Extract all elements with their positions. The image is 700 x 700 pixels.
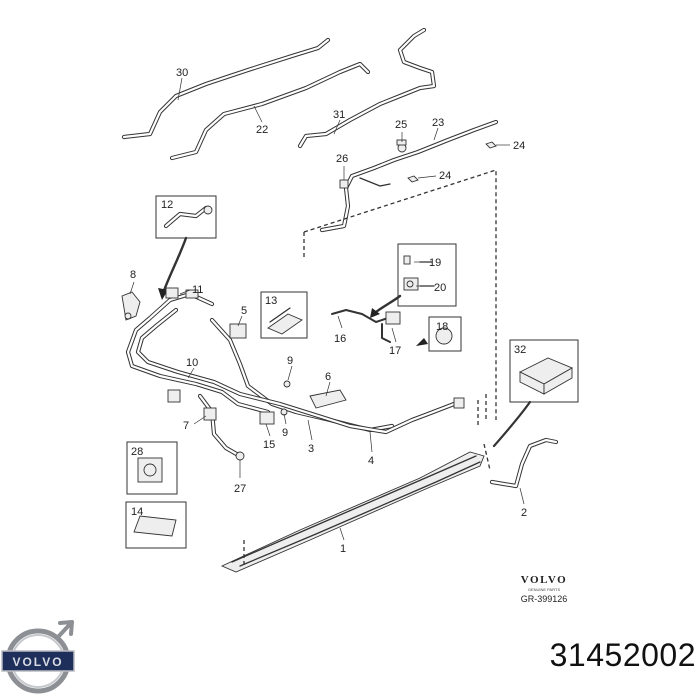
detail-box-32 (492, 339, 579, 448)
label-20: 20 (434, 282, 446, 294)
detail-box-13 (260, 291, 308, 339)
label-18: 18 (436, 321, 448, 333)
label-14: 14 (131, 506, 143, 518)
label-26: 26 (336, 153, 348, 165)
label-28: 28 (131, 446, 143, 458)
drawing-reference: GR-399126 (521, 594, 568, 604)
pipe-27 (197, 393, 245, 461)
brand-mark-text: VOLVO (521, 574, 567, 586)
label-25: 25 (395, 119, 407, 131)
label-13: 13 (265, 295, 277, 307)
pipe-22 (169, 61, 371, 161)
label-16: 16 (334, 333, 346, 345)
brand-sub-text: GENUINE PARTS (528, 587, 561, 592)
label-24-upper: 24 (513, 140, 525, 152)
leader-lines-upper (177, 77, 510, 180)
fitting-24-lower (407, 175, 419, 183)
fitting-end-4 (453, 397, 465, 409)
label-9-upper: 9 (287, 355, 293, 367)
detail-box-12 (155, 195, 217, 300)
volvo-logo-text: VOLVO (12, 655, 63, 669)
detail-box-19-20 (370, 243, 457, 318)
pipe-23 (319, 119, 499, 233)
pipe-31 (297, 27, 437, 149)
clip-9a (283, 380, 291, 388)
clip-11 (165, 287, 199, 299)
label-6: 6 (325, 371, 331, 383)
label-23: 23 (432, 117, 444, 129)
leader-lines-lower (129, 261, 525, 541)
label-3: 3 (308, 443, 314, 455)
part-number: 31452002 (549, 637, 696, 673)
label-5: 5 (241, 305, 247, 317)
label-7: 7 (183, 420, 189, 432)
label-30: 30 (176, 67, 188, 79)
detail-box-28 (126, 441, 178, 495)
label-9-lower: 9 (282, 427, 288, 439)
bracket-6 (309, 389, 347, 409)
brand-mark: VOLVO GENUINE PARTS GR-399126 (521, 574, 568, 604)
label-31: 31 (333, 109, 345, 121)
sensor-16-17 (331, 309, 401, 343)
label-32: 32 (514, 344, 526, 356)
pipe-10 (125, 291, 271, 415)
label-24-lower: 24 (439, 170, 451, 182)
volvo-logo: VOLVO (1, 620, 75, 694)
clip-5 (229, 323, 247, 339)
label-10: 10 (186, 357, 198, 369)
label-11: 11 (192, 284, 203, 296)
label-22: 22 (256, 124, 268, 136)
label-4: 4 (368, 455, 374, 467)
fitting-15 (259, 411, 275, 425)
label-12: 12 (161, 199, 173, 211)
label-2: 2 (521, 507, 527, 519)
label-17: 17 (389, 345, 401, 357)
label-1: 1 (340, 543, 346, 555)
dashed-frame-upper (303, 169, 497, 420)
label-8: 8 (130, 269, 136, 281)
label-19: 19 (429, 257, 441, 269)
rail-1 (220, 451, 485, 573)
dashed-frame-lower (477, 394, 491, 471)
clip-25 (396, 139, 407, 153)
clip-26 (339, 179, 349, 189)
label-15: 15 (263, 439, 275, 451)
callout-labels: 30 22 31 25 23 24 24 26 12 8 11 5 13 19 … (130, 67, 527, 555)
detail-box-14 (125, 501, 187, 549)
clip-7 (167, 389, 217, 421)
fitting-24-upper (485, 141, 497, 149)
label-27: 27 (234, 483, 246, 495)
fitting-8 (121, 291, 141, 321)
pipe-2 (489, 437, 559, 489)
pipe-4 (135, 307, 457, 435)
bolt-18 (416, 316, 462, 352)
pipe-30 (121, 37, 331, 140)
